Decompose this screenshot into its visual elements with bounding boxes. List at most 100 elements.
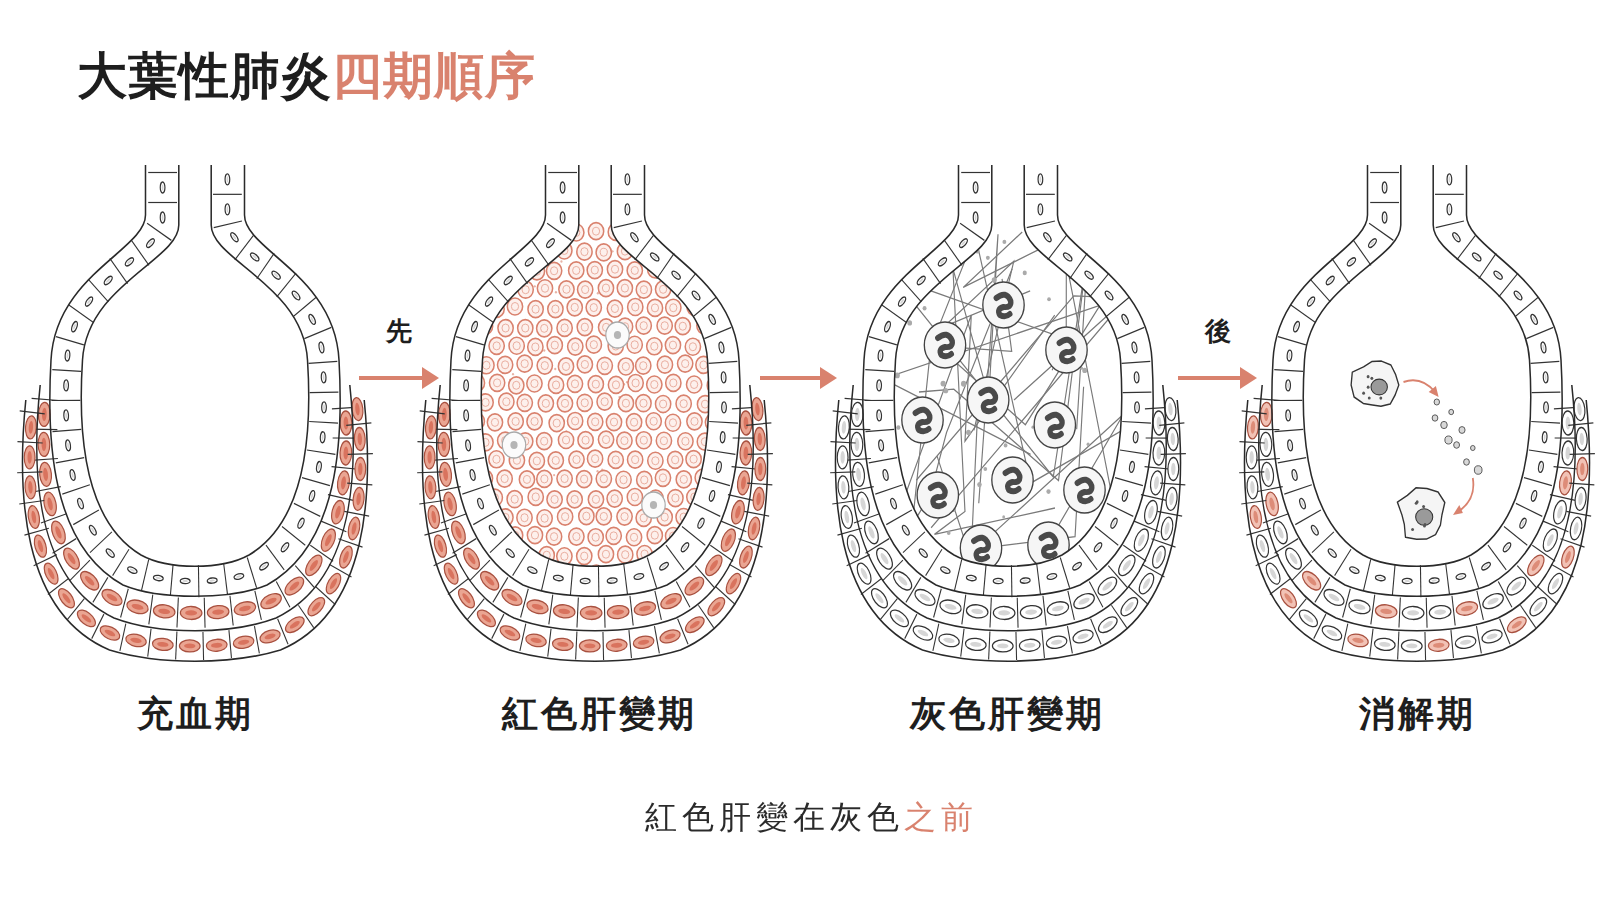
art-part xyxy=(651,342,658,350)
art-part xyxy=(491,527,496,533)
capillary-cell xyxy=(705,594,727,619)
red-blood-cell xyxy=(548,376,563,393)
red-blood-cell xyxy=(567,491,582,508)
art-part xyxy=(682,360,689,368)
art-part xyxy=(707,450,736,454)
art-part xyxy=(473,265,480,273)
art-part xyxy=(469,305,493,322)
art-part xyxy=(707,551,709,553)
capillary-cell xyxy=(634,573,645,580)
art-part xyxy=(1287,350,1293,361)
art-part xyxy=(651,304,658,312)
capillary-cell xyxy=(207,605,229,620)
red-blood-cell xyxy=(676,471,691,488)
capillary-cell xyxy=(851,432,863,456)
art-part xyxy=(302,552,325,579)
art-part xyxy=(1362,392,1365,395)
capillary-cell xyxy=(1286,380,1291,391)
art-part xyxy=(657,253,674,278)
capillary-cell xyxy=(24,475,36,499)
art-part xyxy=(1292,321,1300,333)
capillary-cell xyxy=(1121,490,1129,502)
art-part xyxy=(1110,517,1119,529)
art-part xyxy=(660,285,667,293)
art-part xyxy=(42,491,58,517)
capillary-cell xyxy=(754,427,766,451)
fibrin-strand xyxy=(971,387,1083,550)
art-part xyxy=(548,202,577,203)
art-part xyxy=(481,613,493,624)
capillary-cell xyxy=(545,237,555,248)
red-blood-cell xyxy=(636,281,651,298)
capillary-cell xyxy=(1261,462,1275,487)
art-part xyxy=(1287,382,1289,388)
art-part xyxy=(32,533,49,559)
red-blood-cell xyxy=(686,451,701,468)
art-part xyxy=(471,472,474,478)
art-part xyxy=(572,343,579,351)
red-blood-cell xyxy=(569,528,584,545)
art-part xyxy=(1107,503,1133,516)
capillary-cell xyxy=(424,475,436,499)
art-part xyxy=(1529,450,1558,454)
art-part xyxy=(751,522,758,535)
art-part xyxy=(541,284,548,292)
art-part xyxy=(576,631,577,659)
art-part xyxy=(562,214,564,220)
capillary-cell xyxy=(560,182,565,193)
capillary-cell xyxy=(65,350,71,361)
art-part xyxy=(1451,231,1461,243)
art-part xyxy=(27,505,41,530)
capillary-cell xyxy=(322,402,327,413)
art-part xyxy=(580,606,602,619)
art-part xyxy=(548,240,553,246)
capillary-cell xyxy=(1110,517,1119,529)
art-part xyxy=(44,392,346,613)
art-part xyxy=(288,580,300,592)
art-part xyxy=(917,628,929,637)
art-part xyxy=(560,182,565,193)
red-blood-cell xyxy=(697,433,712,450)
art-part xyxy=(225,174,230,185)
art-part xyxy=(947,531,951,535)
red-blood-cell xyxy=(687,262,702,279)
red-blood-cell xyxy=(616,471,631,488)
art-part xyxy=(233,600,256,617)
art-part xyxy=(542,399,549,407)
capillary-cell xyxy=(179,640,200,652)
art-part xyxy=(931,485,945,507)
art-part xyxy=(56,586,78,611)
capillary-cell xyxy=(1292,321,1300,333)
art-part xyxy=(1293,472,1296,478)
neutrophil xyxy=(983,282,1024,328)
capillary-cell xyxy=(500,586,525,609)
art-part xyxy=(1454,442,1460,449)
art-part xyxy=(1404,580,1410,582)
capillary-cell xyxy=(606,639,627,652)
red-blood-cell xyxy=(507,298,522,315)
art-part xyxy=(1004,443,1008,447)
art-part xyxy=(581,360,588,368)
capillary-cell xyxy=(60,545,82,572)
art-part xyxy=(684,562,686,564)
macrophage xyxy=(1351,361,1399,406)
capillary-cell xyxy=(1129,461,1135,473)
capillary-cell xyxy=(225,204,230,215)
capillary-cell xyxy=(869,586,891,611)
capillary-cell xyxy=(283,614,306,636)
art-part xyxy=(571,303,578,311)
capillary-cell xyxy=(1165,487,1178,511)
red-blood-cell xyxy=(657,317,672,334)
art-part xyxy=(693,530,695,532)
art-part xyxy=(632,456,639,464)
art-part xyxy=(1453,505,1463,515)
art-part xyxy=(960,223,984,240)
capillary-cell xyxy=(1134,372,1139,383)
red-blood-cell xyxy=(666,374,681,391)
art-part xyxy=(965,637,987,651)
capillary-cell xyxy=(755,457,766,480)
art-part xyxy=(460,545,482,572)
art-part xyxy=(1399,598,1400,628)
art-part xyxy=(64,410,69,421)
art-part xyxy=(974,538,988,560)
